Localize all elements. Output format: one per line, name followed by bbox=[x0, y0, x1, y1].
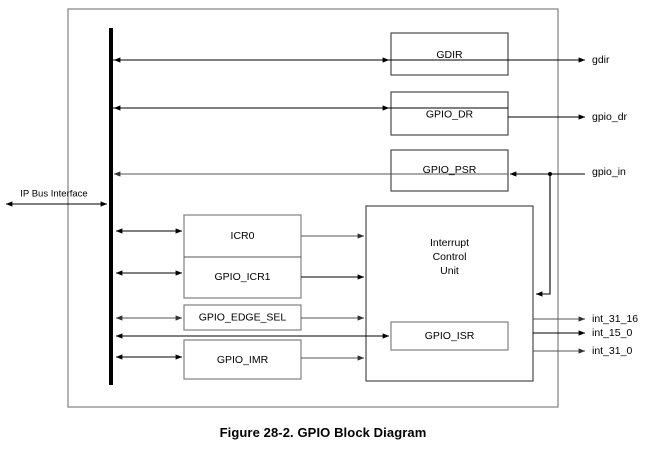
block-gpio-icr1-label: GPIO_ICR1 bbox=[214, 271, 270, 283]
icu-label-line2: Control bbox=[433, 251, 467, 263]
block-gdir bbox=[390, 32, 509, 76]
icu-label-line1: Interrupt bbox=[430, 237, 469, 249]
block-gpio-isr bbox=[390, 321, 509, 351]
block-gpio-imr bbox=[183, 339, 302, 380]
signal-label-gpio-dr: gpio_dr bbox=[592, 111, 628, 123]
signal-label-gpio-in: gpio_in bbox=[592, 166, 626, 178]
block-interrupt-control-unit bbox=[365, 205, 534, 382]
signal-label-int-31-16: int_31_16 bbox=[592, 313, 638, 325]
block-gpio-imr-label: GPIO_IMR bbox=[217, 354, 269, 366]
block-gpio-edge-sel bbox=[183, 304, 302, 331]
signal-label-gdir: gdir bbox=[592, 54, 610, 66]
block-gpio-dr-label: GPIO_DR bbox=[426, 108, 474, 120]
wire-gpio-in-to-icu bbox=[535, 174, 551, 297]
ip-bus-bar bbox=[109, 28, 113, 385]
block-gpio-edge-sel-label: GPIO_EDGE_SEL bbox=[199, 311, 287, 323]
signal-label-int-15-0: int_15_0 bbox=[592, 327, 632, 339]
block-gpio-dr bbox=[390, 91, 509, 136]
block-gpio-psr-label: GPIO_PSR bbox=[423, 164, 477, 176]
block-icr0-label: ICR0 bbox=[231, 230, 255, 242]
signal-label-int-31-0: int_31_0 bbox=[592, 345, 632, 357]
gpio-in-junction-dot bbox=[548, 172, 552, 176]
ip-bus-interface-label: IP Bus Interface bbox=[20, 189, 87, 200]
block-gpio-isr-label: GPIO_ISR bbox=[425, 330, 475, 342]
icu-label-line3: Unit bbox=[440, 265, 459, 277]
block-gpio-psr bbox=[390, 149, 509, 192]
figure-caption: Figure 28-2. GPIO Block Diagram bbox=[219, 425, 427, 440]
block-gdir-label: GDIR bbox=[436, 49, 463, 61]
